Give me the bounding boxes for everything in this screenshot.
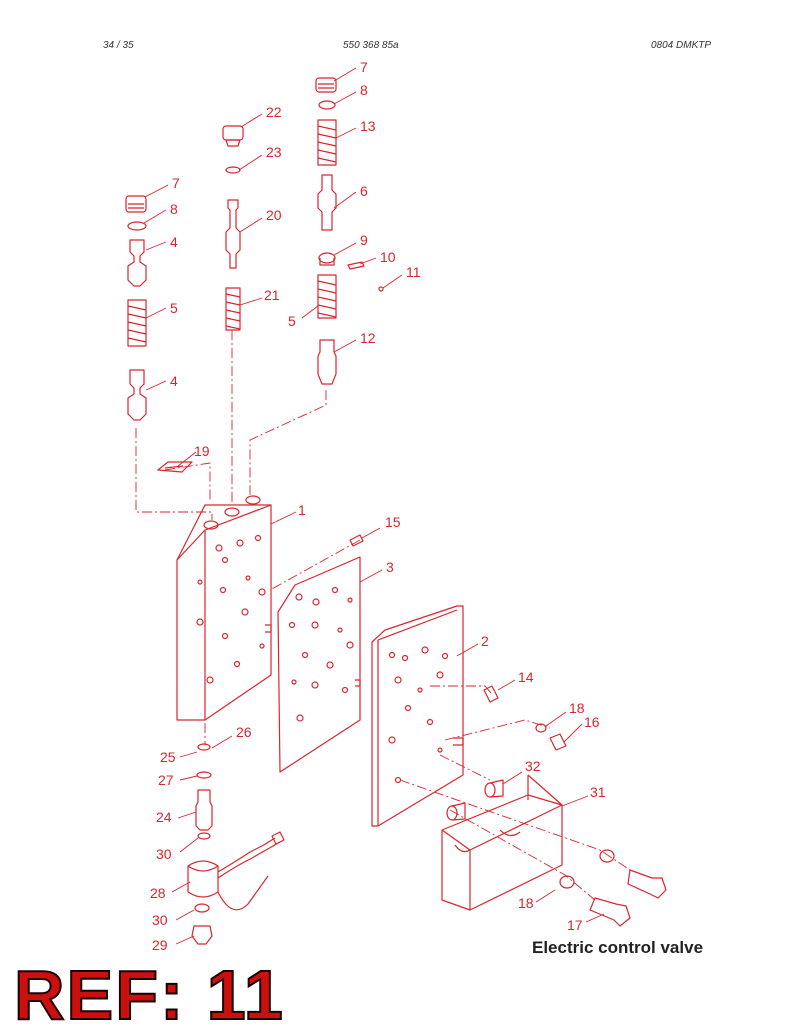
callout-13: 13 bbox=[360, 118, 376, 134]
callout-5-right: 5 bbox=[288, 313, 296, 329]
callout-16: 16 bbox=[584, 714, 600, 730]
callout-10: 10 bbox=[380, 249, 396, 265]
left-spool-stack bbox=[125, 195, 147, 421]
callout-32: 32 bbox=[525, 758, 541, 774]
callout-5-left: 5 bbox=[170, 300, 178, 316]
callout-1: 1 bbox=[298, 502, 306, 518]
callout-8-right: 8 bbox=[360, 82, 368, 98]
callout-25: 25 bbox=[160, 749, 176, 765]
callout-labels: 7 8 4 5 4 22 23 20 21 7 8 13 6 9 10 11 5… bbox=[150, 59, 606, 953]
ref-label: REF: 11 bbox=[13, 956, 285, 1034]
callout-29: 29 bbox=[152, 937, 168, 953]
callout-24: 24 bbox=[156, 809, 172, 825]
callout-26: 26 bbox=[236, 724, 252, 740]
callout-9: 9 bbox=[360, 232, 368, 248]
callout-20: 20 bbox=[266, 207, 282, 223]
center-lines bbox=[135, 330, 631, 901]
diagram-caption: Electric control valve bbox=[532, 938, 704, 957]
bushings-32 bbox=[446, 779, 504, 821]
bolts-17 bbox=[559, 849, 667, 927]
callout-7-right: 7 bbox=[360, 59, 368, 75]
callout-30-lower: 30 bbox=[152, 912, 168, 928]
callout-6: 6 bbox=[360, 183, 368, 199]
right-stack bbox=[315, 77, 384, 385]
callout-19: 19 bbox=[194, 443, 210, 459]
callout-18-lower: 18 bbox=[518, 895, 534, 911]
small-parts bbox=[157, 461, 567, 751]
callout-2: 2 bbox=[481, 633, 489, 649]
callout-27: 27 bbox=[158, 772, 174, 788]
callout-11: 11 bbox=[406, 264, 421, 280]
callout-17: 17 bbox=[567, 917, 583, 933]
bracket-31 bbox=[441, 774, 563, 911]
callout-31: 31 bbox=[590, 784, 606, 800]
callout-22: 22 bbox=[266, 104, 282, 120]
callout-15: 15 bbox=[385, 514, 401, 530]
callout-12: 12 bbox=[360, 330, 376, 346]
callout-21: 21 bbox=[264, 287, 280, 303]
callout-3: 3 bbox=[386, 559, 394, 575]
header-page-number: 34 / 35 bbox=[103, 40, 134, 51]
plate-2 bbox=[371, 605, 464, 827]
callout-30-upper: 30 bbox=[156, 846, 172, 862]
solenoid-assembly bbox=[187, 743, 285, 945]
header-code: 0804 DMKTP bbox=[651, 40, 712, 51]
gasket-plate-3 bbox=[277, 556, 361, 773]
callout-23: 23 bbox=[266, 144, 282, 160]
callout-8-left: 8 bbox=[170, 201, 178, 217]
leader-lines bbox=[143, 67, 605, 945]
callout-14: 14 bbox=[518, 669, 534, 685]
callout-4-lower: 4 bbox=[170, 373, 178, 389]
header-document-number: 550 368 85a bbox=[343, 40, 399, 51]
callout-28: 28 bbox=[150, 885, 166, 901]
callout-4-upper: 4 bbox=[170, 234, 178, 250]
callout-18-upper: 18 bbox=[569, 700, 585, 716]
middle-stack bbox=[222, 125, 244, 331]
callout-7-left: 7 bbox=[172, 175, 180, 191]
valve-body-1 bbox=[176, 495, 272, 721]
